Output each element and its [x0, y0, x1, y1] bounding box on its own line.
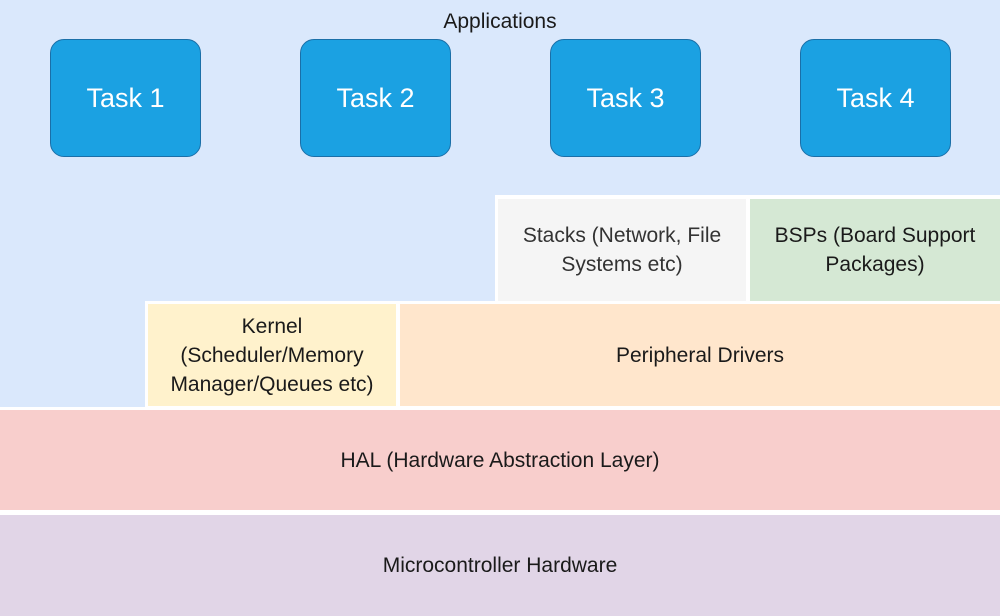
- applications-region-middle: [0, 195, 495, 301]
- stacks-box: Stacks (Network, File Systems etc): [498, 199, 746, 301]
- kernel-box: Kernel (Scheduler/Memory Manager/Queues …: [148, 304, 396, 406]
- task-1: Task 1: [50, 39, 201, 157]
- task-2: Task 2: [300, 39, 451, 157]
- peripheral-drivers-box: Peripheral Drivers: [400, 304, 1000, 406]
- applications-region-bottom: [0, 301, 145, 407]
- hal-box: HAL (Hardware Abstraction Layer): [0, 410, 1000, 510]
- microcontroller-hardware-box: Microcontroller Hardware: [0, 515, 1000, 616]
- bsps-box: BSPs (Board Support Packages): [750, 199, 1000, 301]
- applications-label: Applications: [443, 9, 557, 33]
- task-4: Task 4: [800, 39, 951, 157]
- task-3: Task 3: [550, 39, 701, 157]
